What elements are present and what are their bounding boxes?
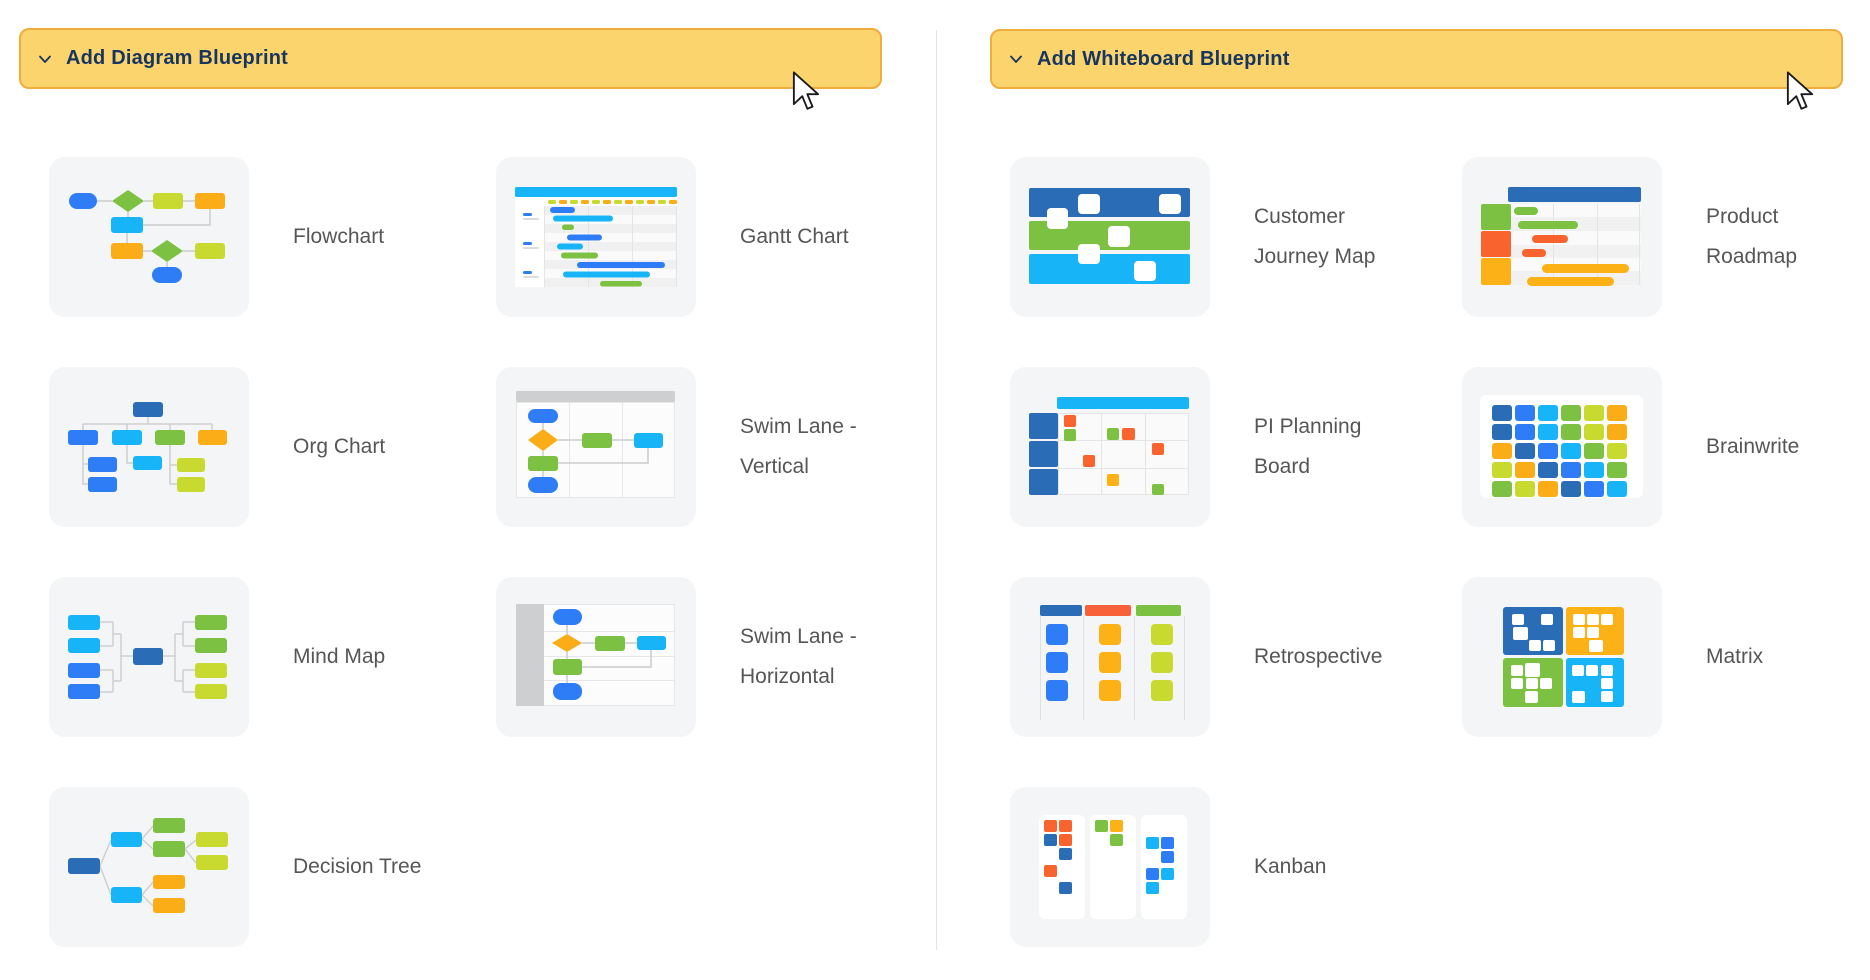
mind-map-thumbnail	[68, 615, 227, 699]
blueprint-item-org-chart[interactable]	[49, 367, 249, 527]
blueprint-item-product-roadmap[interactable]	[1462, 157, 1662, 317]
blueprint-item-label[interactable]: Retrospective	[1254, 645, 1383, 668]
add-whiteboard-blueprint-button[interactable]: Add Whiteboard Blueprint	[990, 29, 1843, 89]
kanban-thumbnail	[1039, 815, 1187, 919]
blueprint-item-label[interactable]: Brainwrite	[1706, 435, 1800, 458]
blueprint-item-matrix[interactable]	[1462, 577, 1662, 737]
swim-lane-vertical-thumbnail	[516, 391, 675, 498]
panel-header-label: Add Whiteboard Blueprint	[1037, 47, 1290, 70]
pi-planning-board-thumbnail	[1029, 397, 1189, 495]
blueprint-item-label[interactable]: Mind Map	[293, 645, 386, 668]
customer-journey-map-thumbnail	[1029, 188, 1190, 284]
matrix-thumbnail	[1503, 607, 1624, 707]
blueprint-item-customer-journey-map[interactable]	[1010, 157, 1210, 317]
panel-divider	[936, 30, 937, 950]
gantt-chart-thumbnail	[515, 187, 677, 287]
blueprint-item-kanban[interactable]	[1010, 787, 1210, 947]
blueprint-item-label[interactable]: Gantt Chart	[740, 225, 849, 248]
chevron-down-icon	[39, 55, 51, 63]
blueprint-item-flowchart[interactable]	[49, 157, 249, 317]
blueprint-item-swim-lane-vertical[interactable]	[496, 367, 696, 527]
swim-lane-horizontal-thumbnail	[516, 604, 675, 706]
chevron-down-icon	[1010, 55, 1022, 63]
blueprint-item-label[interactable]: PI Planning Board	[1254, 415, 1362, 478]
blueprint-item-label[interactable]: Decision Tree	[293, 855, 422, 878]
blueprint-item-decision-tree[interactable]	[49, 787, 249, 947]
blueprint-item-label[interactable]: Org Chart	[293, 435, 386, 458]
add-diagram-blueprint-button[interactable]: Add Diagram Blueprint	[19, 28, 882, 89]
blueprint-item-brainwrite[interactable]	[1462, 367, 1662, 527]
blueprint-item-label[interactable]: Customer Journey Map	[1254, 205, 1376, 268]
blueprint-item-label[interactable]: Product Roadmap	[1706, 205, 1798, 268]
flowchart-thumbnail	[69, 190, 225, 283]
blueprint-item-label[interactable]: Flowchart	[293, 225, 385, 248]
decision-tree-thumbnail	[68, 818, 228, 913]
blueprint-item-label[interactable]: Swim Lane - Vertical	[740, 415, 857, 478]
whiteboard-blueprint-grid: Customer Journey Map Product Ro	[990, 157, 1861, 947]
blueprint-item-swim-lane-horizontal[interactable]	[496, 577, 696, 737]
blueprint-item-mind-map[interactable]	[49, 577, 249, 737]
blueprint-item-label[interactable]: Matrix	[1706, 645, 1764, 668]
blueprint-item-pi-planning-board[interactable]	[1010, 367, 1210, 527]
panel-header-label: Add Diagram Blueprint	[66, 47, 288, 69]
diagram-blueprint-grid: Flowchart	[19, 157, 895, 947]
blueprint-item-gantt-chart[interactable]	[496, 157, 696, 317]
brainwrite-thumbnail	[1480, 395, 1643, 498]
retrospective-thumbnail	[1040, 605, 1185, 720]
blueprint-item-retrospective[interactable]	[1010, 577, 1210, 737]
blueprint-item-label[interactable]: Swim Lane - Horizontal	[740, 625, 857, 688]
product-roadmap-thumbnail	[1481, 187, 1641, 286]
org-chart-thumbnail	[68, 402, 227, 492]
blueprint-item-label[interactable]: Kanban	[1254, 855, 1327, 878]
